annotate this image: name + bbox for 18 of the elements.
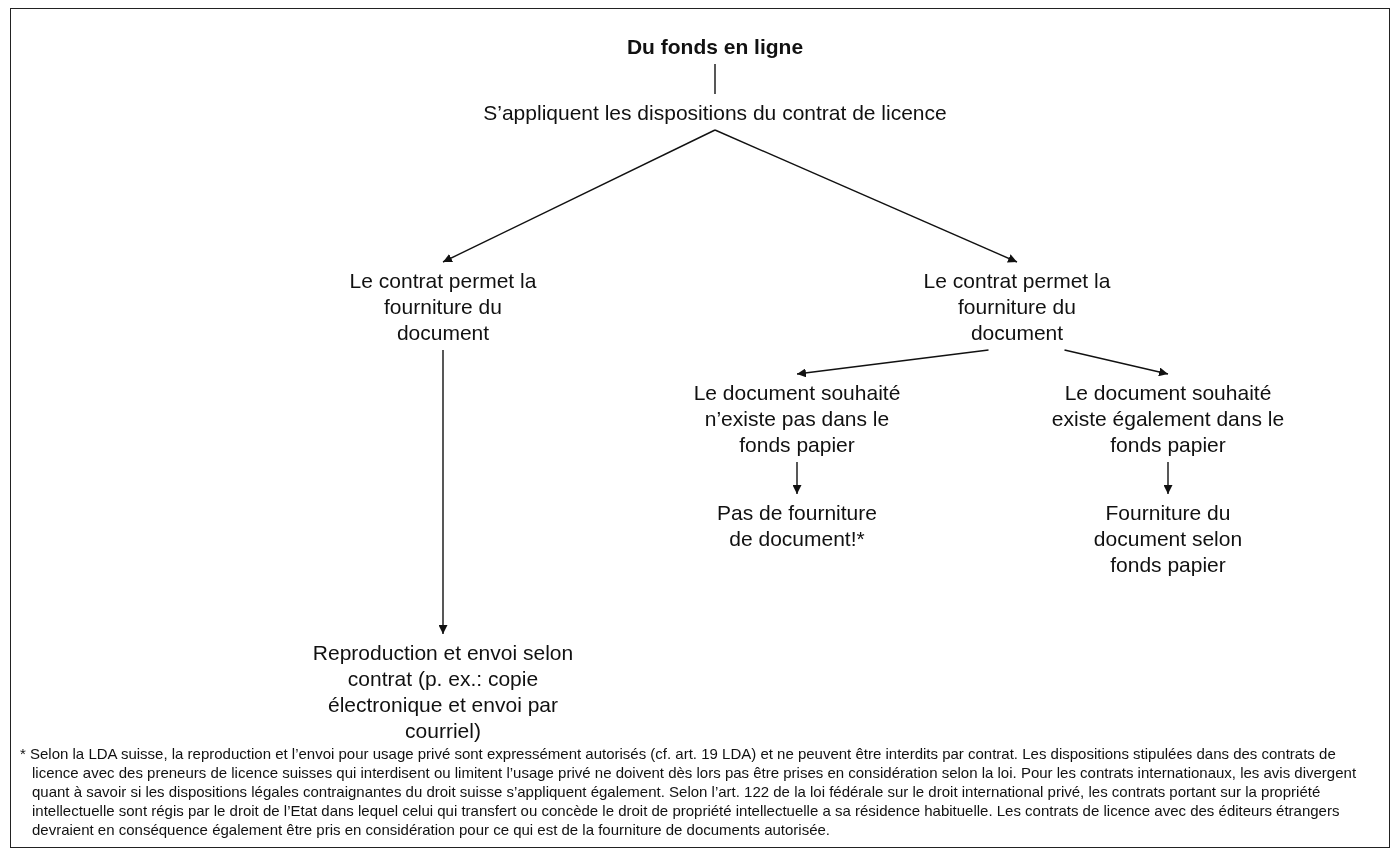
node-text: Le contrat permet la fourniture du document bbox=[348, 268, 538, 346]
connector-line bbox=[714, 63, 716, 95]
arrow bbox=[1163, 461, 1173, 495]
arrow bbox=[442, 129, 716, 263]
node-text: Du fonds en ligne bbox=[625, 34, 805, 60]
arrow bbox=[792, 461, 802, 495]
arrow bbox=[796, 349, 990, 378]
arrow bbox=[714, 129, 1018, 263]
node-text: S’appliquent les dispositions du contrat de licence bbox=[482, 100, 948, 126]
node-text: Le document souhaité n’existe pas dans le fonds papier bbox=[692, 380, 902, 458]
footnote: * Selon la LDA suisse, la reproduction et l’envoi pour usage privé sont expressément autorisés (cf. art. 19 LDA) et ne peuvent être interdits par contrat. Les dispositions stipulées dans des contrats de licence avec des preneurs de licence suisses qui interdisent ou limitent l’usage privé ne doivent dès lors pas être prises en considération selon la loi. Pour les contrats internationaux, les avis divergent quant à savoir si les dispositions légales contraignantes du droit suisse s’appliquent également. Selon l’art. 122 de la loi fédérale sur le droit international privé, les contrats portant sur la propriété intellectuelle sont régis par le droit de l’Etat dans lequel celui qui transfert ou concède le droit de propriété intellectuelle a sa résidence habituelle. Les contrats de licence avec des éditeurs étrangers devraient en conséquence également être pris en considération pour ce qui est de la fourniture de documents autorisée. bbox=[20, 744, 1358, 839]
arrow bbox=[1063, 349, 1169, 377]
node-text: Le document souhaité existe également dans le fonds papier bbox=[1050, 380, 1286, 458]
node-text: Fourniture du document selon fonds papier bbox=[1092, 500, 1244, 578]
node-text: Pas de fourniture de document!* bbox=[716, 500, 878, 552]
arrow bbox=[438, 349, 448, 635]
node-text: Reproduction et envoi selon contrat (p. ex.: copie électronique et envoi par courriel) bbox=[311, 640, 575, 744]
node-text: Le contrat permet la fourniture du document bbox=[922, 268, 1112, 346]
